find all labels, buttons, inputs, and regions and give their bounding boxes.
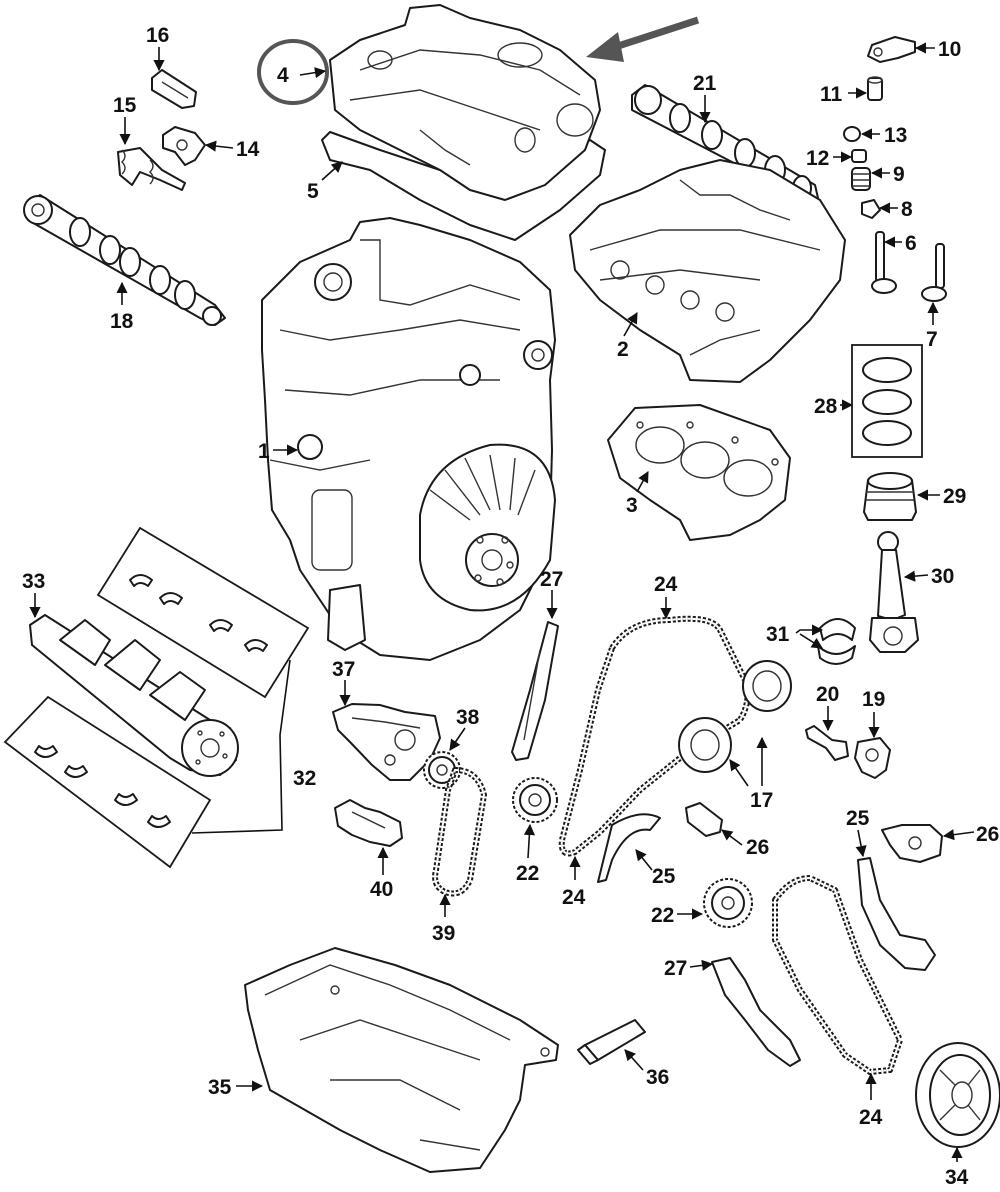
callout-27-upper: 27 [540, 568, 563, 591]
part-10-rocker [867, 36, 916, 63]
part-30-connecting-rod [869, 531, 919, 653]
callout-1: 1 [258, 440, 270, 463]
callout-27-lower: 27 [664, 957, 687, 980]
callout-24-middle: 24 [562, 886, 586, 909]
callout-20: 20 [816, 683, 839, 706]
callout-13: 13 [884, 124, 907, 147]
part-13-keeper [843, 126, 861, 142]
part-33-crankshaft [29, 614, 239, 777]
callout-14: 14 [236, 138, 260, 161]
callout-38: 38 [456, 706, 480, 729]
callout-17: 17 [750, 789, 773, 812]
part-26-tensioner [881, 824, 943, 863]
part-36-sealant-tube [577, 1019, 646, 1065]
part-39-chain [432, 767, 487, 897]
callout-24-upper: 24 [654, 573, 678, 596]
part-32-lower-bearing-box [3, 695, 212, 869]
part-32-bracket-line [191, 659, 291, 834]
part-26-tensioner-plunger [685, 802, 723, 837]
part-22-sprocket-lower [703, 878, 753, 928]
callout-labels: 4 5 16 15 14 18 21 10 11 13 12 9 8 6 7 2… [22, 24, 999, 1189]
callout-22-upper: 22 [516, 862, 539, 885]
callout-15: 15 [113, 94, 137, 117]
callout-40: 40 [370, 878, 393, 901]
part-17-vct-phaser [678, 660, 792, 773]
valve-cover [329, 4, 601, 201]
part-40-oil-pickup [334, 799, 403, 847]
part-3-head-gasket [607, 404, 791, 541]
part-31-bearing [817, 618, 856, 665]
callout-7: 7 [926, 328, 938, 351]
callout-6: 6 [905, 232, 917, 255]
callout-11: 11 [820, 83, 843, 106]
callout-26-middle: 26 [746, 836, 769, 859]
callout-16: 16 [146, 24, 169, 47]
callout-32: 32 [293, 767, 316, 790]
callout-28: 28 [814, 395, 838, 418]
callout-31: 31 [766, 623, 790, 646]
callout-10: 10 [938, 38, 961, 61]
part-29-piston [863, 472, 917, 521]
part-27-lower-guide [711, 957, 801, 1067]
part-15-spring [117, 147, 186, 191]
part-16-bracket [151, 69, 197, 109]
leader-lines [29, 42, 975, 1162]
callout-30: 30 [931, 565, 954, 588]
callout-39: 39 [432, 922, 455, 945]
part-32-upper-bearing-box [96, 526, 310, 699]
callout-9: 9 [893, 163, 905, 186]
callout-37: 37 [332, 658, 355, 681]
part-20-bolt [805, 725, 849, 761]
part-8-seal [861, 199, 881, 219]
part-2-cylinder-head [569, 159, 846, 383]
part-9-spring [851, 167, 871, 191]
part-1-engine-block [261, 217, 556, 661]
callout-19: 19 [862, 688, 885, 711]
callout-25-right: 25 [846, 807, 870, 830]
part-24-lower-chain [772, 875, 903, 1075]
part-22-sprocket [512, 777, 558, 823]
pointer-arrow-icon [586, 16, 700, 62]
part-12-keeper [851, 149, 867, 163]
part-35-oil-pan [244, 947, 559, 1173]
callout-33: 33 [22, 570, 45, 593]
part-11-lifter [867, 76, 883, 101]
callout-5: 5 [307, 180, 319, 203]
callout-36: 36 [646, 1066, 669, 1089]
part-24-timing-chain [558, 615, 751, 857]
part-19-tensioner [854, 737, 891, 779]
part-25-tensioner-arm [857, 857, 936, 971]
part-27-chain-guide [511, 621, 559, 761]
callout-4: 4 [277, 64, 289, 87]
callout-2: 2 [617, 338, 629, 361]
callout-29: 29 [943, 485, 966, 508]
callout-8: 8 [901, 198, 913, 221]
part-7-valve [921, 243, 947, 302]
part-34-crank-pulley [915, 1042, 1000, 1148]
part-6-valve [871, 231, 897, 294]
part-18-camshaft [23, 194, 226, 326]
callout-18: 18 [110, 310, 134, 333]
callout-22-lower: 22 [651, 904, 674, 927]
callout-26-right: 26 [976, 823, 999, 846]
part-14-clip [162, 126, 206, 166]
callout-21: 21 [693, 72, 717, 95]
callout-12: 12 [806, 147, 829, 170]
part-25-chain-guide [597, 813, 661, 883]
callout-34: 34 [945, 1166, 969, 1189]
callout-24-lower: 24 [859, 1106, 883, 1129]
callout-25-middle: 25 [652, 865, 676, 888]
callout-35: 35 [208, 1076, 232, 1099]
part-28-piston-rings [851, 344, 923, 458]
callout-3: 3 [626, 494, 638, 517]
highlight-circle [257, 39, 329, 105]
